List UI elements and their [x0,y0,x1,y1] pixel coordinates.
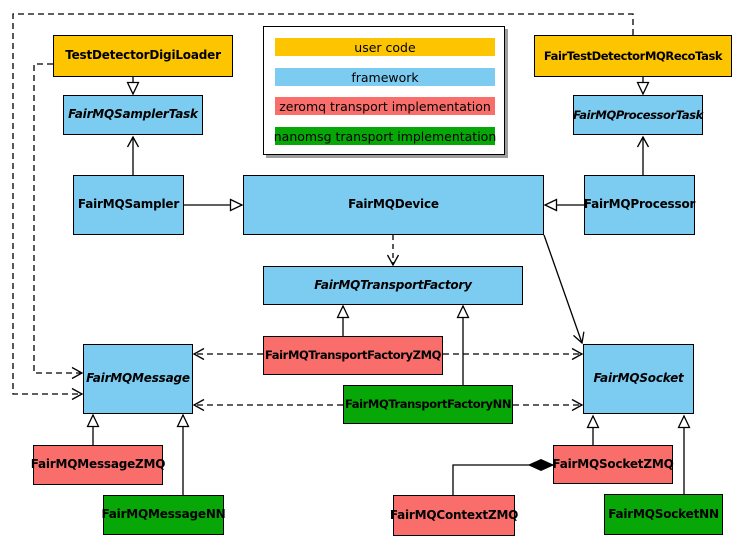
node-fairmqtransportfactorynn: FairMQTransportFactoryNN [343,385,513,424]
node-fairmqdevice: FairMQDevice [243,175,544,235]
legend-item-nanomsg: nanomsg transport implementation [273,127,497,145]
node-fairmqmessagezmq: FairMQMessageZMQ [31,445,166,485]
node-testdetectordigiloader: TestDetectorDigiLoader [53,35,233,77]
node-fairmqsocket: FairMQSocket [583,344,694,414]
node-fairmqsampler: FairMQSampler [73,175,184,235]
node-fairmqsocketzmq: FairMQSocketZMQ [552,445,674,484]
legend-item-user-code: user code [275,38,495,56]
node-fairmqsocketnn: FairMQSocketNN [604,494,723,535]
node-fairmqtransportfactoryzmq: FairMQTransportFactoryZMQ [263,336,443,375]
edge-composition-socketzmq-contextzmq [452,465,553,495]
node-fairmqtransportfactory: FairMQTransportFactory [263,266,523,305]
node-fairmqmessagenn: FairMQMessageNN [101,495,226,535]
node-fairmqcontextzmq: FairMQContextZMQ [390,495,518,536]
legend-item-zeromq: zeromq transport implementation [275,97,495,115]
node-fairmqprocessortask: FairMQProcessorTask [573,95,703,135]
legend-item-framework: framework [275,68,495,86]
node-fairmqprocessor: FairMQProcessor [584,175,695,235]
legend-box: user code framework zeromq transport imp… [263,26,505,155]
node-fairmqmessage: FairMQMessage [83,344,193,414]
node-fairmqsamplertask: FairMQSamplerTask [63,95,203,135]
edge-association-device-socket [543,234,585,345]
node-fairtestdetectormqrecotask: FairTestDetectorMQRecoTask [534,35,732,77]
edge-dependency-digiloader-message [33,63,84,380]
edge-dependency-recotask-message [12,13,634,401]
